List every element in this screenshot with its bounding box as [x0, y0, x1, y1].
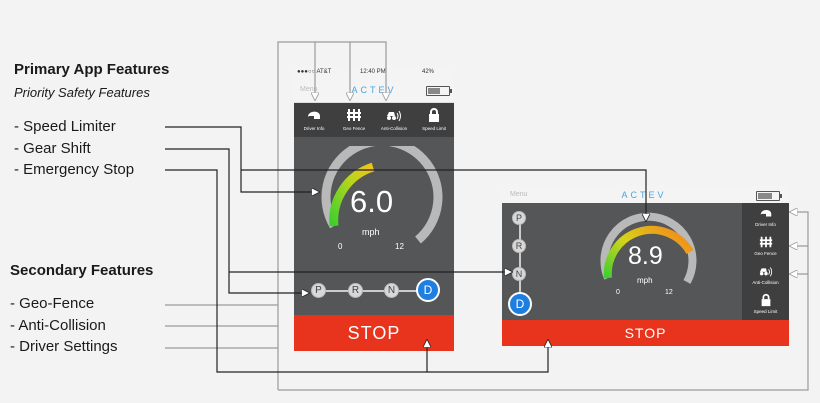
tablet-speed-value: 8.9 — [628, 242, 663, 270]
icon-label: Geo Fence — [754, 251, 777, 256]
tablet-side-bar: Driver Info Geo Fence Anti-Collision Spe… — [742, 203, 789, 320]
connector-line-gear-shift — [165, 148, 309, 293]
carrier-text: ●●●○○ AT&T — [297, 69, 332, 75]
lock-icon — [761, 293, 771, 307]
phone-gear-track — [318, 290, 430, 292]
phone-gauge-max: 12 — [395, 242, 404, 251]
tablet-menu-button[interactable]: Menu — [510, 191, 528, 198]
feature-emergency-stop: - Emergency Stop — [14, 161, 135, 178]
connector-line-driver-settings-top — [277, 41, 386, 390]
phone-gear-drive[interactable]: D — [416, 278, 440, 302]
tablet-anti-collision-button[interactable]: Anti-Collision — [742, 261, 789, 290]
phone-speed-unit: mph — [362, 227, 380, 237]
helmet-icon — [308, 111, 320, 119]
icon-label: Geo Fence — [342, 126, 366, 131]
lock-icon — [429, 108, 439, 122]
phone-gauge-min: 0 — [338, 242, 343, 251]
phone-mockup: ●●●○○ AT&T 12:40 PM 42% Menu ACTEV Drive… — [294, 66, 454, 351]
icon-label: Anti-Collision — [380, 126, 408, 131]
tablet-speed-unit: mph — [637, 276, 653, 285]
icon-label: Speed Limit — [753, 309, 778, 314]
tablet-gear-drive[interactable]: D — [508, 292, 532, 316]
phone-brand-logo: ACTEV — [351, 85, 397, 95]
phone-driver-info-button[interactable]: Driver Info — [294, 103, 334, 137]
feature-gear-shift: - Gear Shift — [14, 140, 91, 157]
feature-anti-collision: - Anti-Collision — [10, 317, 106, 334]
tablet-stop-button[interactable]: STOP — [502, 320, 789, 346]
secondary-features-title: Secondary Features — [10, 262, 154, 279]
tablet-gauge-max: 12 — [665, 289, 673, 296]
phone-gear-neutral[interactable]: N — [384, 283, 399, 298]
connector-line-speed-limiter-tablet — [241, 169, 646, 221]
phone-speed-limit-button[interactable]: Speed Limit — [414, 103, 454, 137]
battery-icon — [756, 191, 782, 201]
connector-line-speed-limiter — [165, 126, 319, 192]
tablet-geo-fence-button[interactable]: Geo Fence — [742, 232, 789, 261]
battery-icon — [426, 86, 452, 96]
clock-text: 12:40 PM — [360, 69, 386, 75]
phone-gear-reverse[interactable]: R — [348, 283, 363, 298]
car-radar-icon — [759, 267, 773, 277]
phone-anti-collision-button[interactable]: Anti-Collision — [374, 103, 414, 137]
primary-features-subtitle: Priority Safety Features — [14, 85, 150, 100]
fence-icon — [759, 236, 773, 248]
connector-line-tablet-driver — [278, 212, 809, 391]
tablet-gear-track — [519, 217, 521, 303]
tablet-gear-reverse[interactable]: R — [512, 239, 526, 253]
tablet-brand-logo: ACTEV — [621, 190, 667, 200]
fence-icon — [347, 109, 361, 121]
icon-label: Speed Limit — [422, 126, 446, 131]
primary-features-title: Primary App Features — [14, 61, 170, 78]
phone-status-bar: ●●●○○ AT&T 12:40 PM 42% — [294, 66, 454, 80]
tablet-gear-park[interactable]: P — [512, 211, 526, 225]
battery-percent: 42% — [422, 69, 435, 75]
phone-geo-fence-button[interactable]: Geo Fence — [334, 103, 374, 137]
icon-label: Driver Info — [303, 126, 325, 131]
feature-geo-fence: - Geo-Fence — [10, 295, 95, 312]
phone-menu-button[interactable]: Menu — [300, 86, 318, 93]
tablet-speed-gauge — [600, 212, 697, 284]
connector-line-secondary — [165, 304, 278, 349]
icon-label: Anti-Collision — [752, 280, 779, 285]
tablet-mockup: Menu ACTEV P R N D 8.9 mph 0 12 Driver I… — [502, 186, 789, 346]
icon-label: Driver Info — [755, 222, 776, 227]
connector-line-emergency-stop-tablet — [427, 340, 548, 373]
feature-speed-limiter: - Speed Limiter — [14, 118, 116, 135]
helmet-icon — [760, 210, 772, 217]
car-radar-icon — [387, 110, 401, 122]
phone-icon-bar: Driver Info Geo Fence Anti-Collision Spe… — [294, 103, 454, 137]
phone-gear-park[interactable]: P — [311, 283, 326, 298]
connector-line-emergency-stop — [165, 169, 427, 373]
tablet-driver-info-button[interactable]: Driver Info — [742, 203, 789, 232]
phone-speed-value: 6.0 — [350, 184, 394, 219]
phone-nav-bar: Menu ACTEV — [294, 80, 454, 103]
tablet-gauge-min: 0 — [616, 289, 620, 296]
tablet-speed-limit-button[interactable]: Speed Limit — [742, 290, 789, 319]
feature-driver-settings: - Driver Settings — [10, 338, 118, 355]
